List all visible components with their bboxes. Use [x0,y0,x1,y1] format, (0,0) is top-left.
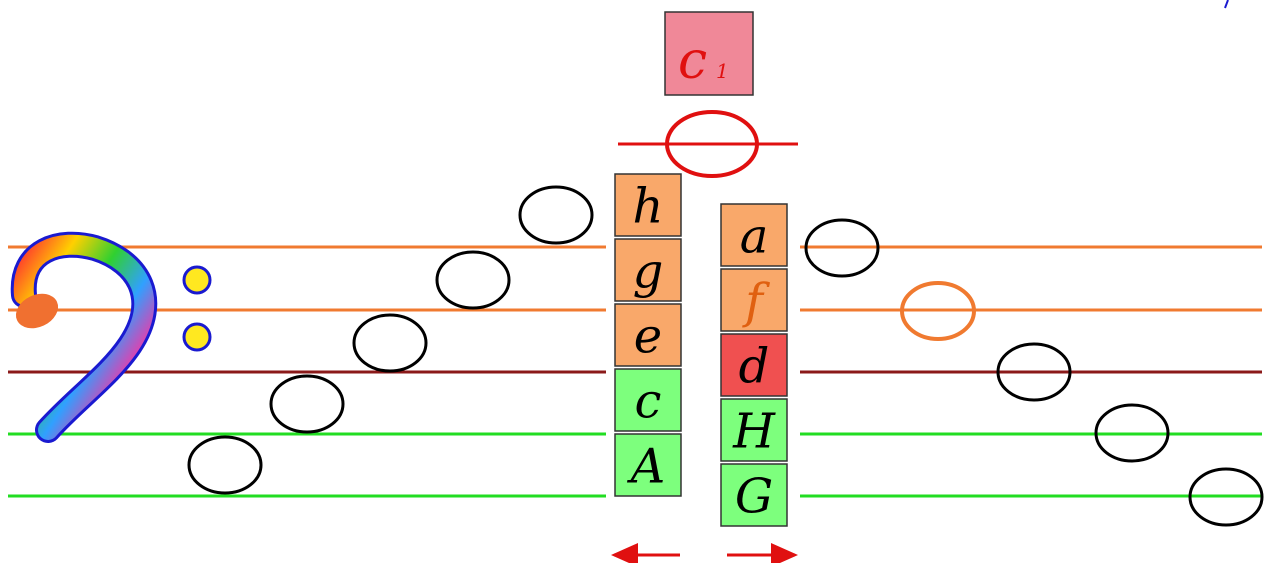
left-label-bg-c [614,368,682,432]
left-label-bg-A [614,433,682,497]
left-label-text-c: c [635,373,662,429]
clef-dot-lower [182,322,212,352]
note-e [352,313,428,373]
label-box-c1: c 1 [664,11,754,96]
right-label-bg-d [720,333,788,397]
right-label-bg-H [720,398,788,462]
right-label-bg-a [720,203,788,267]
right-label-box-H: H [720,398,788,462]
bass-clef-icon [10,231,212,443]
left-label-text-A: A [627,438,666,494]
right-label-bg-G [720,463,788,527]
right-label-text-a: a [740,208,769,264]
clef-dot-upper [182,265,212,295]
label-c1-text: c [678,31,707,91]
right-label-text-G: G [735,468,773,524]
right-label-bg-f [720,268,788,332]
left-label-box-h: h [614,173,682,237]
label-c1-subscript: 1 [716,59,729,83]
note-d [996,342,1072,402]
note-h [518,185,594,245]
left-label-box-g: g [614,238,682,302]
left-label-text-g: g [633,243,664,299]
note-A [187,435,263,495]
right-label-box-a: a [720,203,788,267]
right-label-box-G: G [720,463,788,527]
left-label-text-e: e [634,308,662,364]
right-label-text-d: d [739,338,770,394]
corner-mark [1224,0,1229,9]
note-a [804,218,880,278]
left-label-bg-e [614,303,682,367]
left-label-text-h: h [633,178,664,234]
right-label-box-d: d [720,333,788,397]
note-c1 [665,110,759,178]
left-label-box-A: A [614,433,682,497]
left-label-box-c: c [614,368,682,432]
left-label-bg-h [614,173,682,237]
note-G [1188,467,1264,527]
note-c [269,374,345,434]
right-label-box-f: f [720,268,788,332]
note-H [1094,403,1170,463]
left-label-box-e: e [614,303,682,367]
left-label-bg-g [614,238,682,302]
right-label-text-H: H [732,403,776,459]
note-f [900,281,976,341]
note-g [435,250,511,310]
